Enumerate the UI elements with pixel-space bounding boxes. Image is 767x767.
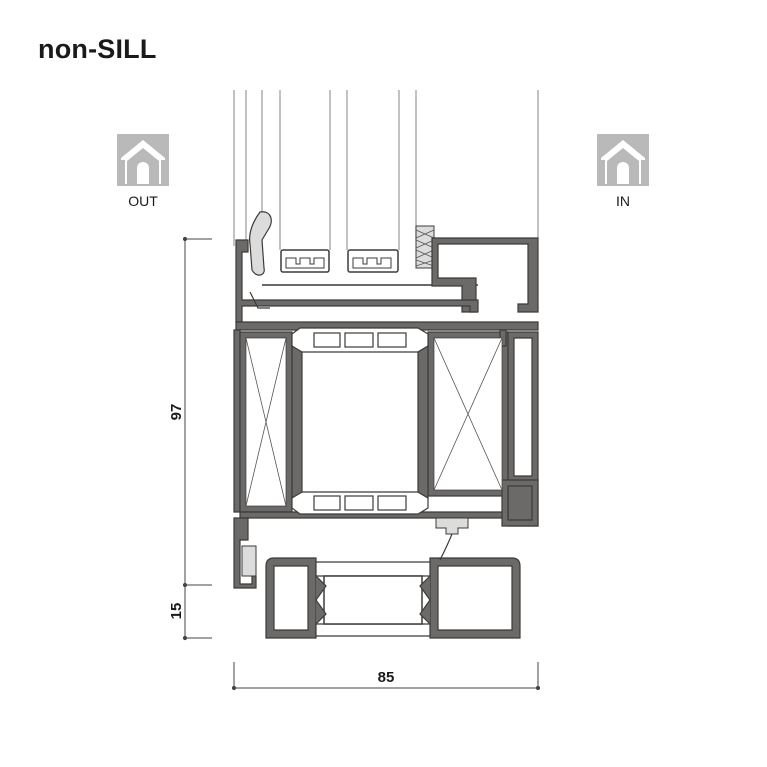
frame-thermal-break xyxy=(315,561,431,637)
house-icon xyxy=(597,134,649,186)
center-gasket xyxy=(435,517,469,535)
thermal-break-bottom xyxy=(291,491,429,515)
dimension-frame-height: 97 xyxy=(168,404,185,421)
dimension-sill-height: 15 xyxy=(168,603,185,620)
thermal-insert xyxy=(245,337,503,507)
glass-spacer xyxy=(280,249,399,273)
frame-profile xyxy=(233,517,521,639)
frame-gasket xyxy=(241,545,257,577)
outside-label: OUT xyxy=(128,193,158,209)
inner-gasket xyxy=(415,225,435,269)
dimension-lines xyxy=(182,236,541,691)
inside-label: IN xyxy=(616,193,630,209)
page-title: non-SILL xyxy=(38,34,157,64)
thermal-break-top xyxy=(291,327,429,353)
glass-unit xyxy=(233,90,539,250)
glazing-bead xyxy=(431,237,539,313)
dimension-width: 85 xyxy=(378,669,395,686)
outer-gasket xyxy=(249,211,272,276)
sash-profile xyxy=(233,239,539,527)
house-icon xyxy=(117,134,169,186)
